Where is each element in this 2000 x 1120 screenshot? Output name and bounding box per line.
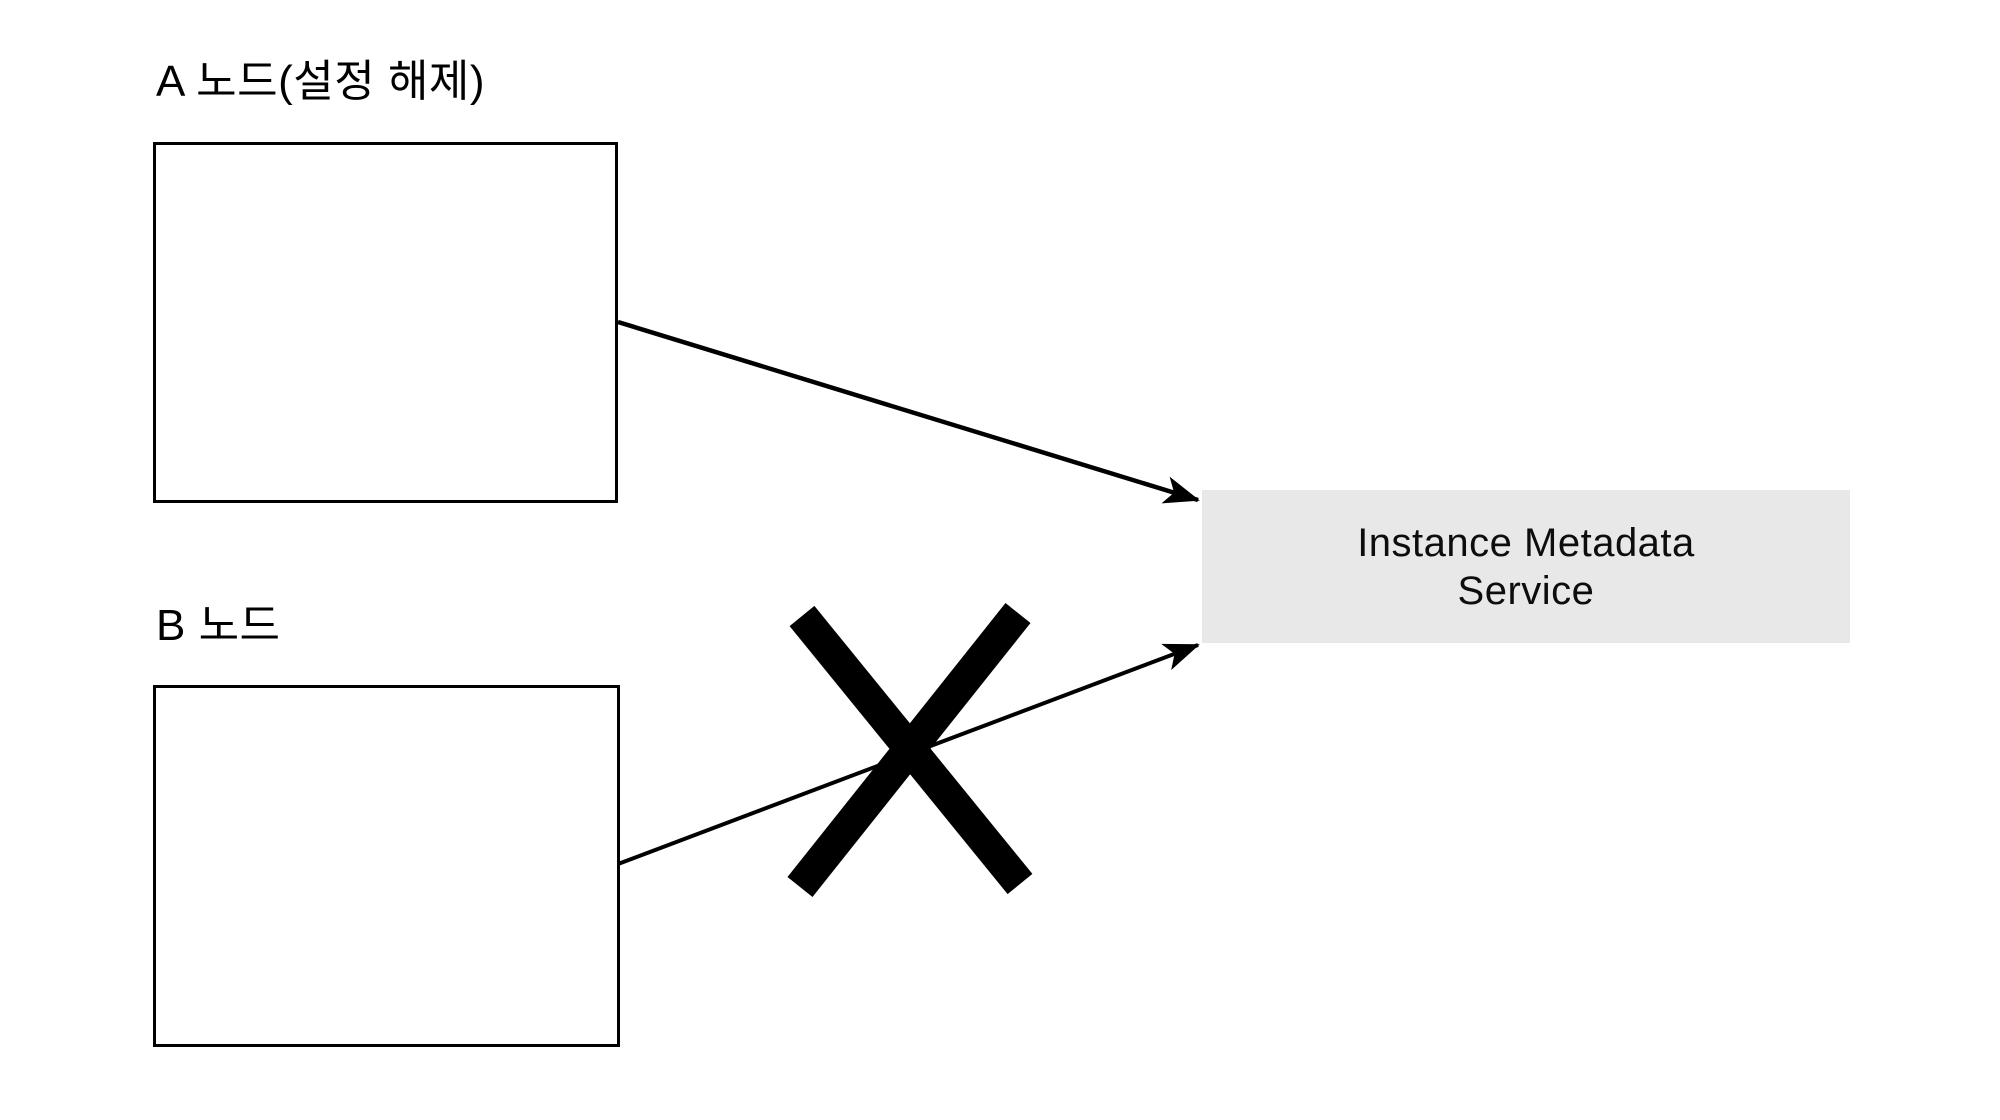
arrow-node-a-to-service — [617, 319, 1200, 504]
arrow-node-b-to-service — [617, 643, 1200, 866]
node-a-label: A 노드(설정 해제) — [156, 57, 486, 106]
node-b-label: B 노드 — [156, 601, 281, 650]
node-b-box — [153, 685, 620, 1047]
service-box: Instance Metadata Service — [1202, 490, 1850, 643]
node-a-box — [153, 142, 618, 503]
blocked-x-icon — [787, 603, 1033, 897]
service-label: Instance Metadata Service — [1357, 520, 1695, 613]
